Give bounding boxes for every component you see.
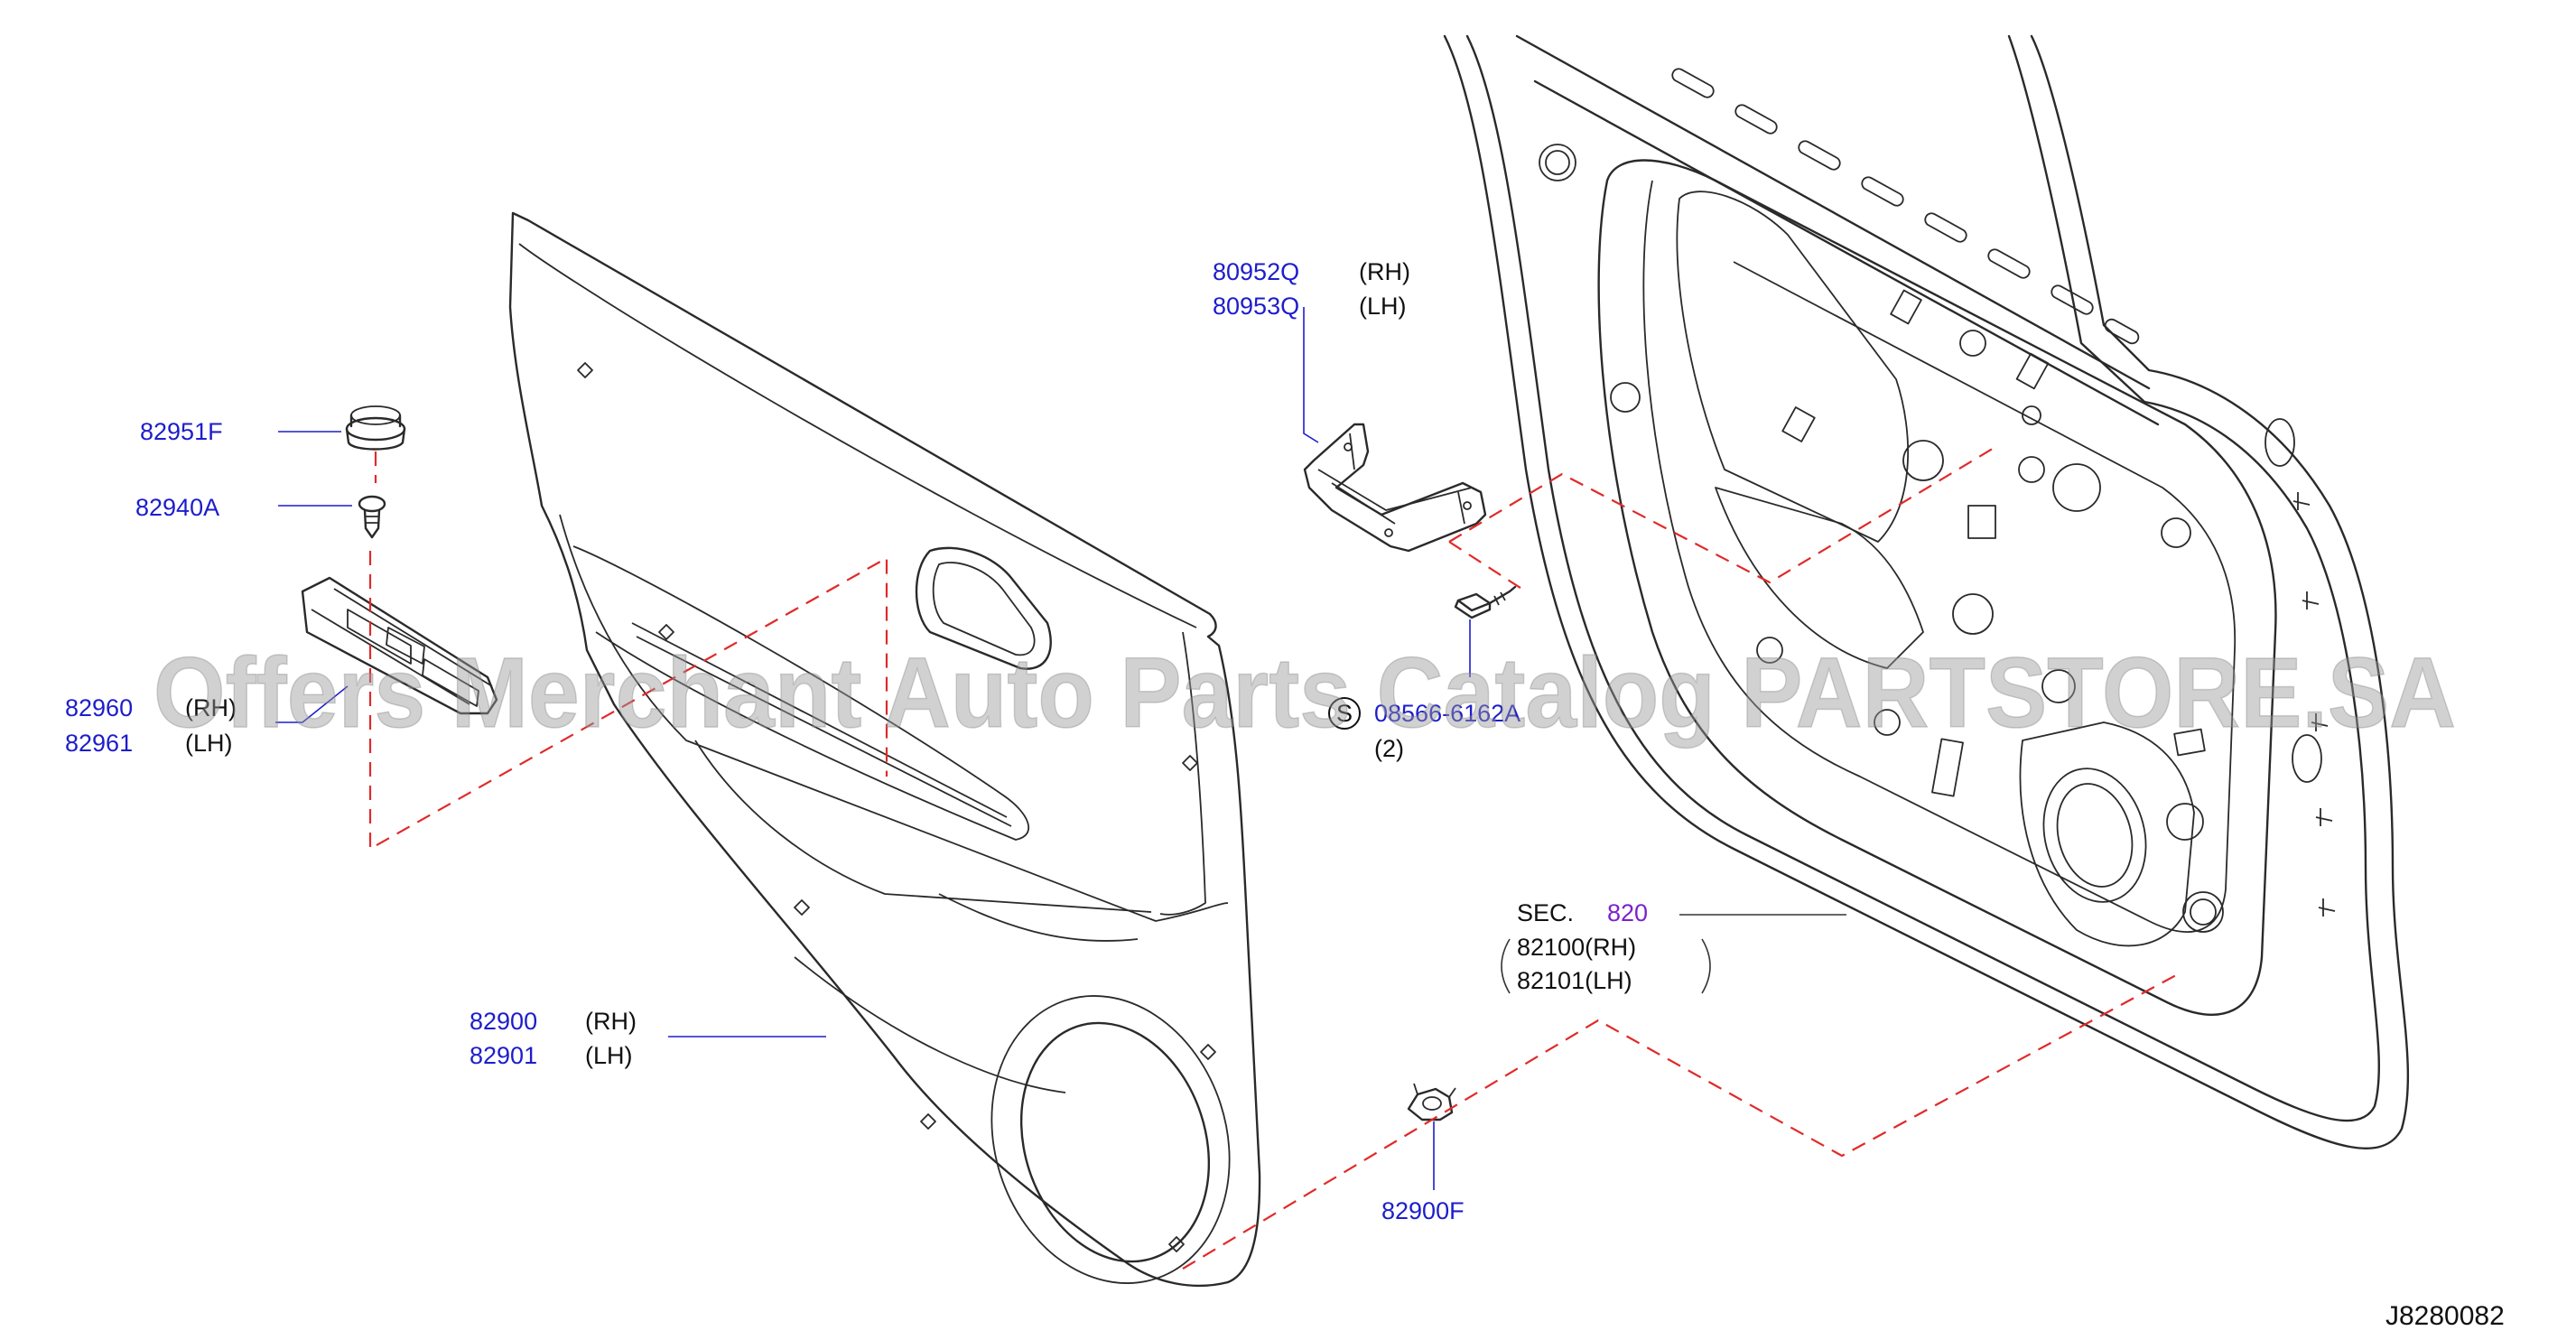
switch-finisher <box>301 576 498 715</box>
finisher-lh-side: (LH) <box>185 730 233 757</box>
bracket-lh-side: (LH) <box>1359 293 1407 320</box>
bracket-lh-number: 80953Q <box>1213 293 1299 320</box>
finisher-rh-side: (RH) <box>185 694 237 721</box>
callout-leaders <box>275 307 1846 1190</box>
door-sec-number: 820 <box>1607 899 1648 926</box>
svg-text:S: S <box>1336 700 1353 727</box>
bolt-quantity: (2) <box>1374 735 1404 762</box>
door-sec-prefix: SEC. <box>1517 899 1574 926</box>
door-rh-number: 82100(RH) <box>1517 934 1636 961</box>
door-inner-panel <box>1443 34 2410 1149</box>
finisher-rh-number: 82960 <box>65 694 133 721</box>
dashed-leaders <box>368 446 2177 1270</box>
watermark: Offers Merchant Auto Parts Catalog PARTS… <box>153 637 2456 749</box>
bracket-rh-number: 80952Q <box>1213 258 1299 285</box>
cap-part <box>345 405 406 451</box>
trim-lh-number: 82901 <box>470 1042 537 1069</box>
screw-number: 82940A <box>135 494 219 521</box>
trim-lh-side: (LH) <box>585 1042 633 1069</box>
bracket-part <box>1303 423 1487 553</box>
clip-number: 82900F <box>1381 1197 1465 1224</box>
bracket-rh-side: (RH) <box>1359 258 1410 285</box>
finisher-lh-number: 82961 <box>65 730 133 757</box>
bolt-part <box>1454 585 1517 619</box>
screw-part <box>358 495 386 539</box>
bolt-circle-mark: S <box>1328 697 1361 730</box>
cap-number: 82951F <box>140 418 223 445</box>
trim-rh-side: (RH) <box>585 1008 637 1035</box>
clip-part <box>1407 1083 1456 1121</box>
bolt-number: 08566-6162A <box>1374 700 1520 727</box>
door-trim-panel <box>508 211 1261 1288</box>
labels: 80952Q (RH) 80953Q (LH) 82951F 82940A 82… <box>65 258 2505 1331</box>
door-bracket-left <box>1501 938 1511 994</box>
trim-rh-number: 82900 <box>470 1008 537 1035</box>
door-lh-number: 82101(LH) <box>1517 967 1632 994</box>
diagram-code: J8280082 <box>2385 1301 2505 1331</box>
door-bracket-right <box>1701 938 1711 994</box>
